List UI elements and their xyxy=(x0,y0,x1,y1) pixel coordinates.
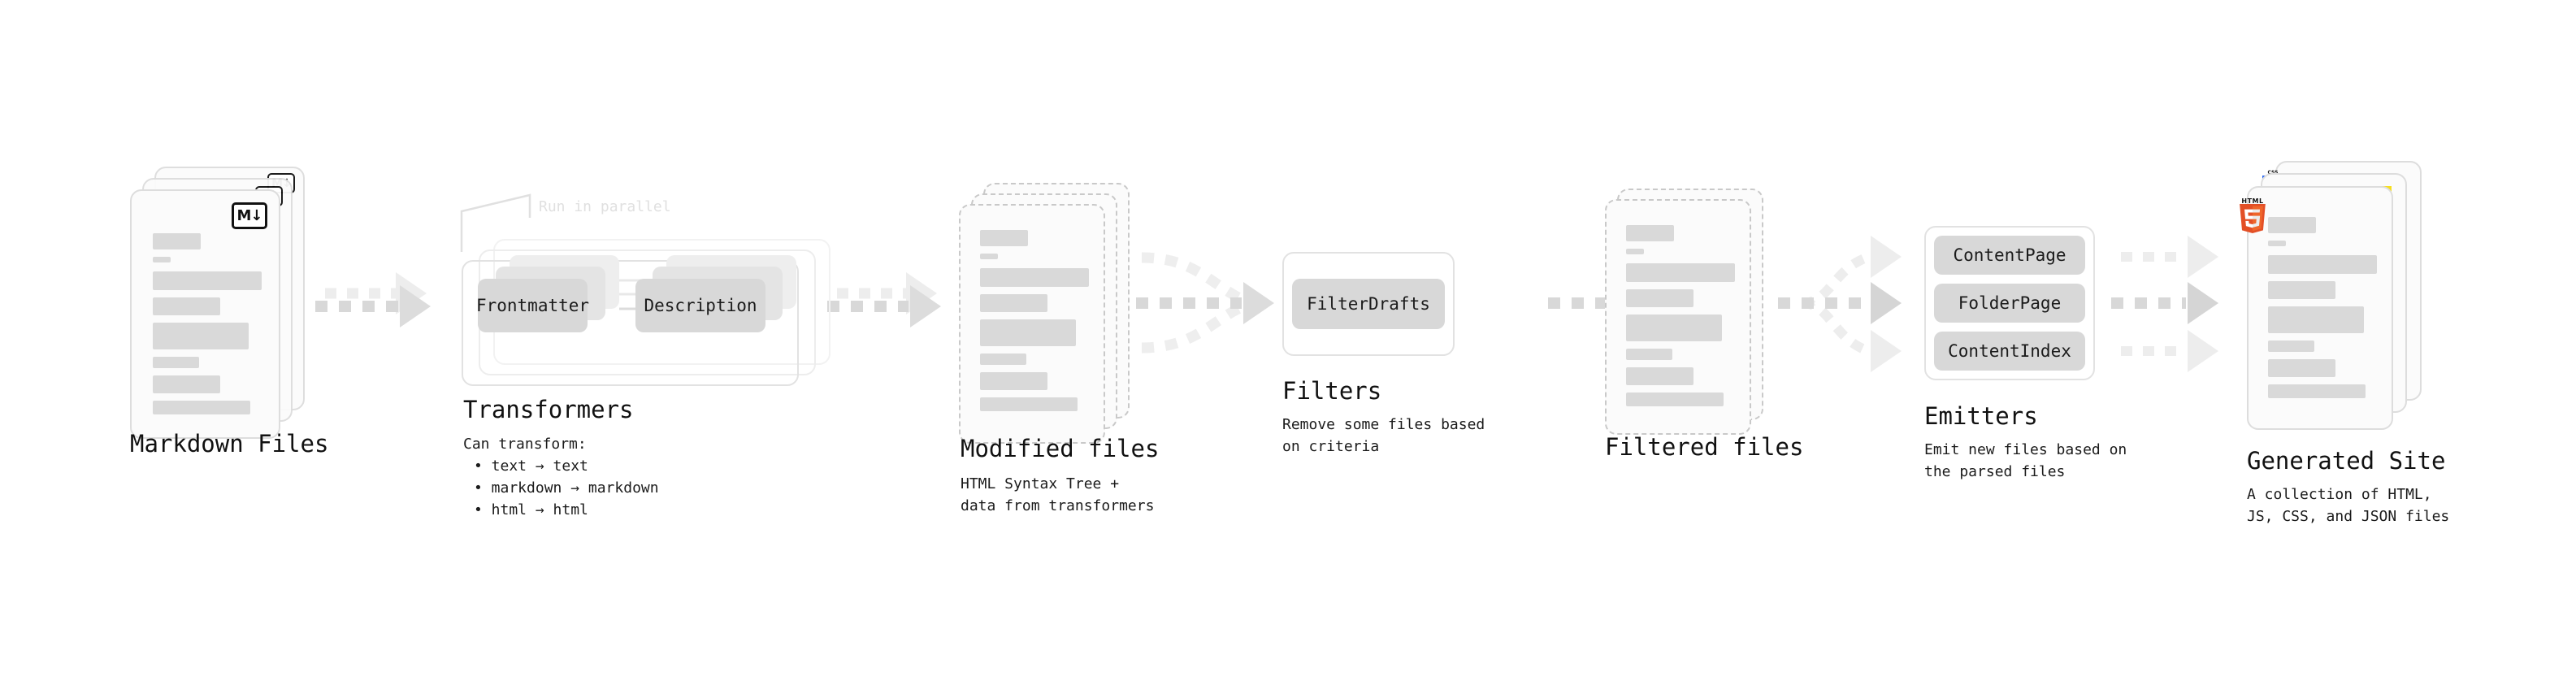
transformers-detail-heading: Can transform: xyxy=(463,436,587,453)
skeleton-bar xyxy=(980,319,1076,346)
emitters-group xyxy=(1924,226,2095,380)
stage-title-generated-site: Generated Site xyxy=(2247,447,2446,475)
stage-filtered-files xyxy=(1605,189,1780,449)
connector-filtered-to-emitters xyxy=(1778,236,1902,372)
skeleton-bar xyxy=(1626,367,1693,385)
site-card-front-html: HTML xyxy=(2240,186,2393,430)
skeleton-bar xyxy=(2268,241,2286,246)
skeleton-bar xyxy=(2268,359,2335,377)
transformer-frontmatter-pill[interactable]: Frontmatter xyxy=(476,279,589,332)
stage-subtitle-generated-site: A collection of HTML, JS, CSS, and JSON … xyxy=(2247,486,2450,525)
skeleton-content xyxy=(2268,217,2377,406)
stage-title-transformers: Transformers xyxy=(463,396,634,423)
skeleton-bar xyxy=(1626,314,1722,341)
markdown-icon: M↓ xyxy=(232,202,267,229)
skeleton-bar xyxy=(1626,263,1735,282)
run-in-parallel-label: Run in parallel xyxy=(539,198,671,215)
skeleton-bar xyxy=(2268,340,2314,352)
skeleton-bar xyxy=(2268,384,2366,398)
skeleton-bar xyxy=(153,271,262,290)
modified-card-front xyxy=(959,204,1105,444)
connector-transformers-to-modified xyxy=(827,272,941,327)
stage-markdown-files: M↓ M↓ M↓ xyxy=(130,167,305,439)
stage-generated-site: HTML xyxy=(2240,161,2426,437)
skeleton-bar xyxy=(2268,255,2377,274)
connector-modified-to-filters xyxy=(1136,252,1274,354)
skeleton-bar xyxy=(153,375,220,393)
transformers-group-front xyxy=(462,260,799,386)
skeleton-bar xyxy=(980,230,1028,246)
skeleton-bar xyxy=(1626,393,1724,406)
stage-title-filters: Filters xyxy=(1282,377,1382,405)
html5-icon-label: HTML xyxy=(2241,197,2264,205)
skeleton-bar xyxy=(1626,249,1644,254)
transformers-bullet-1: • markdown → markdown xyxy=(474,479,659,497)
skeleton-bar xyxy=(153,233,201,249)
stage-title-emitters: Emitters xyxy=(1924,402,2038,430)
stage-subtitle-emitters: Emit new files based on the parsed files xyxy=(1924,441,2127,480)
skeleton-bar xyxy=(2268,306,2364,333)
skeleton-bar xyxy=(153,357,199,368)
transformers-bullet-2: • html → html xyxy=(474,501,588,518)
skeleton-bar xyxy=(2268,217,2316,233)
filtered-card-front xyxy=(1605,199,1751,435)
stage-subtitle-filters: Remove some files based on criteria xyxy=(1282,416,1485,455)
skeleton-bar xyxy=(1626,289,1693,307)
html5-icon: HTML xyxy=(2237,197,2268,233)
transformers-bullet-0: • text → text xyxy=(474,458,588,475)
filters-group xyxy=(1282,252,1455,356)
stage-title-markdown-files: Markdown Files xyxy=(130,430,329,458)
skeleton-content xyxy=(153,233,262,422)
skeleton-bar xyxy=(1626,225,1674,241)
skeleton-bar xyxy=(153,401,250,414)
emitter-contentindex-pill[interactable]: ContentIndex xyxy=(1934,332,2085,371)
skeleton-bar xyxy=(980,397,1078,411)
stage-modified-files xyxy=(959,183,1134,447)
connector-markdown-to-transformers xyxy=(315,272,431,327)
skeleton-bar xyxy=(980,294,1047,312)
skeleton-bar xyxy=(980,254,998,259)
stage-subtitle-modified-files: HTML Syntax Tree + data from transformer… xyxy=(961,475,1155,514)
skeleton-content xyxy=(1626,225,1735,414)
skeleton-bar xyxy=(2268,281,2335,299)
skeleton-content xyxy=(980,230,1089,419)
connector-emitters-to-site xyxy=(2111,236,2218,372)
filter-filterdrafts-pill[interactable]: FilterDrafts xyxy=(1292,279,1445,329)
stage-title-filtered-files: Filtered files xyxy=(1605,433,1804,461)
markdown-card-front: M↓ xyxy=(130,189,280,439)
skeleton-bar xyxy=(153,257,171,262)
emitter-contentpage-pill[interactable]: ContentPage xyxy=(1934,236,2085,275)
skeleton-bar xyxy=(980,354,1026,365)
skeleton-bar xyxy=(980,372,1047,390)
skeleton-bar xyxy=(153,297,220,315)
skeleton-bar xyxy=(153,323,249,349)
skeleton-bar xyxy=(980,268,1089,287)
emitter-folderpage-pill[interactable]: FolderPage xyxy=(1934,284,2085,323)
skeleton-bar xyxy=(1626,349,1672,360)
stage-title-modified-files: Modified files xyxy=(961,435,1160,462)
transformer-description-pill[interactable]: Description xyxy=(635,279,765,332)
